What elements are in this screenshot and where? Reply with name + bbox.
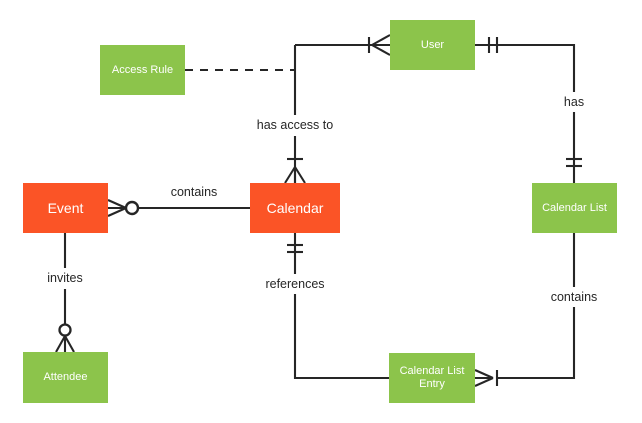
crowfoot-event-lower bbox=[107, 207, 127, 217]
entity-calendar-label: Calendar bbox=[266, 199, 324, 216]
crowfoot-calendar-top-right bbox=[294, 166, 306, 184]
crowfoot-user-upper bbox=[371, 34, 391, 46]
entity-access-rule[interactable]: Access Rule bbox=[100, 45, 185, 95]
connector-calendar-entry-elbow bbox=[293, 294, 389, 380]
relationship-label-invites: invites bbox=[47, 271, 83, 285]
cardinality-circle-event bbox=[124, 200, 140, 216]
cardinality-circle-attendee bbox=[58, 323, 72, 337]
crowfoot-entry-lower bbox=[474, 377, 494, 387]
relationship-label-has: has bbox=[563, 95, 585, 109]
relationship-label-contains-event-calendar: contains bbox=[170, 185, 218, 199]
entity-calendar[interactable]: Calendar bbox=[250, 183, 340, 233]
crowfoot-attendee-left bbox=[55, 335, 66, 353]
crowfoot-event-upper bbox=[107, 199, 127, 209]
crowfoot-entry-upper bbox=[474, 369, 494, 379]
relationship-label-has-access-to: has access to bbox=[256, 118, 334, 132]
entity-event[interactable]: Event bbox=[23, 183, 108, 233]
relationship-label-references: references bbox=[265, 277, 325, 291]
entity-calendar-list[interactable]: Calendar List bbox=[532, 183, 617, 233]
entity-attendee-label: Attendee bbox=[43, 371, 88, 384]
entity-calendar-list-entry[interactable]: Calendar List Entry bbox=[389, 353, 475, 403]
connector-user-calendarlist bbox=[475, 43, 576, 92]
entity-user[interactable]: User bbox=[390, 20, 475, 70]
entity-user-label: User bbox=[420, 38, 445, 51]
crowfoot-calendar-top-left bbox=[284, 166, 296, 184]
entity-attendee[interactable]: Attendee bbox=[23, 352, 108, 403]
entity-calendar-list-label: Calendar List bbox=[542, 201, 607, 214]
entity-event-label: Event bbox=[47, 199, 84, 216]
connector-entry-calendarlist bbox=[497, 307, 576, 380]
crowfoot-user-lower bbox=[371, 44, 391, 56]
relationship-label-contains-calendarlist-entry: contains bbox=[550, 290, 598, 304]
crowfoot-attendee-right bbox=[64, 335, 75, 353]
entity-access-rule-label: Access Rule bbox=[111, 63, 174, 76]
entity-calendar-list-entry-label: Calendar List Entry bbox=[399, 365, 465, 390]
